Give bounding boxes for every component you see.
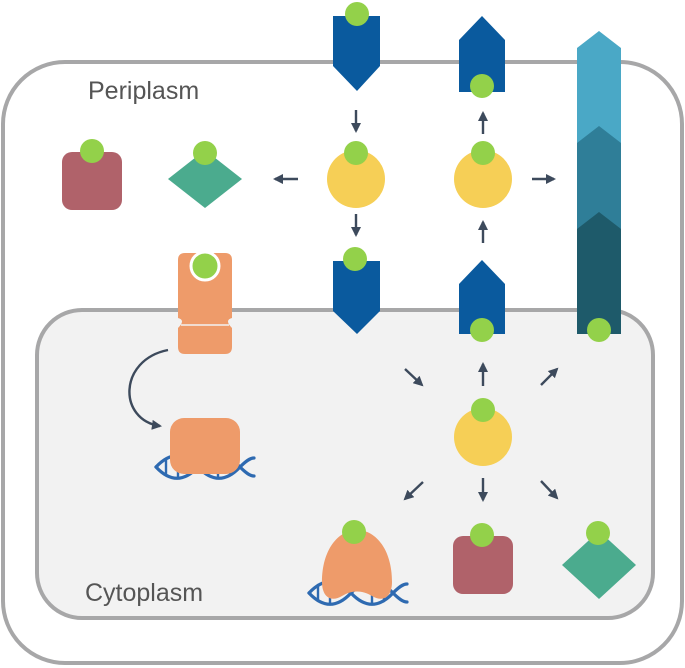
outer-receptor-up-icon (459, 16, 505, 92)
curved-arrow-icon (128, 348, 169, 430)
binding-protein-icon (454, 408, 512, 466)
ligand-icon (587, 318, 611, 342)
rounded-square-enzyme-icon (453, 536, 513, 594)
dna-bound-regulator-icon (170, 418, 240, 474)
arrow-icon (540, 480, 559, 500)
rounded-square-enzyme-icon (62, 152, 122, 210)
two-component-transporter-icon (178, 253, 232, 354)
arrow-icon (404, 368, 424, 387)
inner-receptor-down-icon (333, 261, 380, 334)
inner-receptor-up-icon (459, 260, 505, 334)
ligand-icon (189, 250, 221, 282)
transcription-factor-icon (322, 530, 392, 599)
ligand-icon (344, 141, 368, 165)
binding-protein-icon (454, 150, 512, 208)
ligand-icon (471, 398, 495, 422)
diamond-enzyme-icon (168, 150, 242, 208)
ligand-icon (193, 141, 217, 165)
ligand-icon (470, 74, 494, 98)
ligand-icon (343, 247, 367, 271)
arrow-icon (540, 367, 559, 386)
diamond-enzyme-icon (562, 531, 636, 599)
ligand-icon (471, 141, 495, 165)
ligand-icon (342, 520, 366, 544)
ligand-icon (470, 318, 494, 342)
ligand-icon (80, 139, 104, 163)
periplasm-label: Periplasm (88, 77, 199, 105)
cytoplasm-label: Cytoplasm (85, 579, 203, 607)
ligand-icon (470, 523, 494, 547)
ligand-icon (345, 2, 369, 26)
layered-channel-icon (577, 31, 621, 334)
arrow-icon (403, 481, 424, 501)
ligand-icon (586, 521, 610, 545)
outer-receptor-down-icon (333, 16, 380, 91)
binding-protein-icon (327, 150, 385, 208)
